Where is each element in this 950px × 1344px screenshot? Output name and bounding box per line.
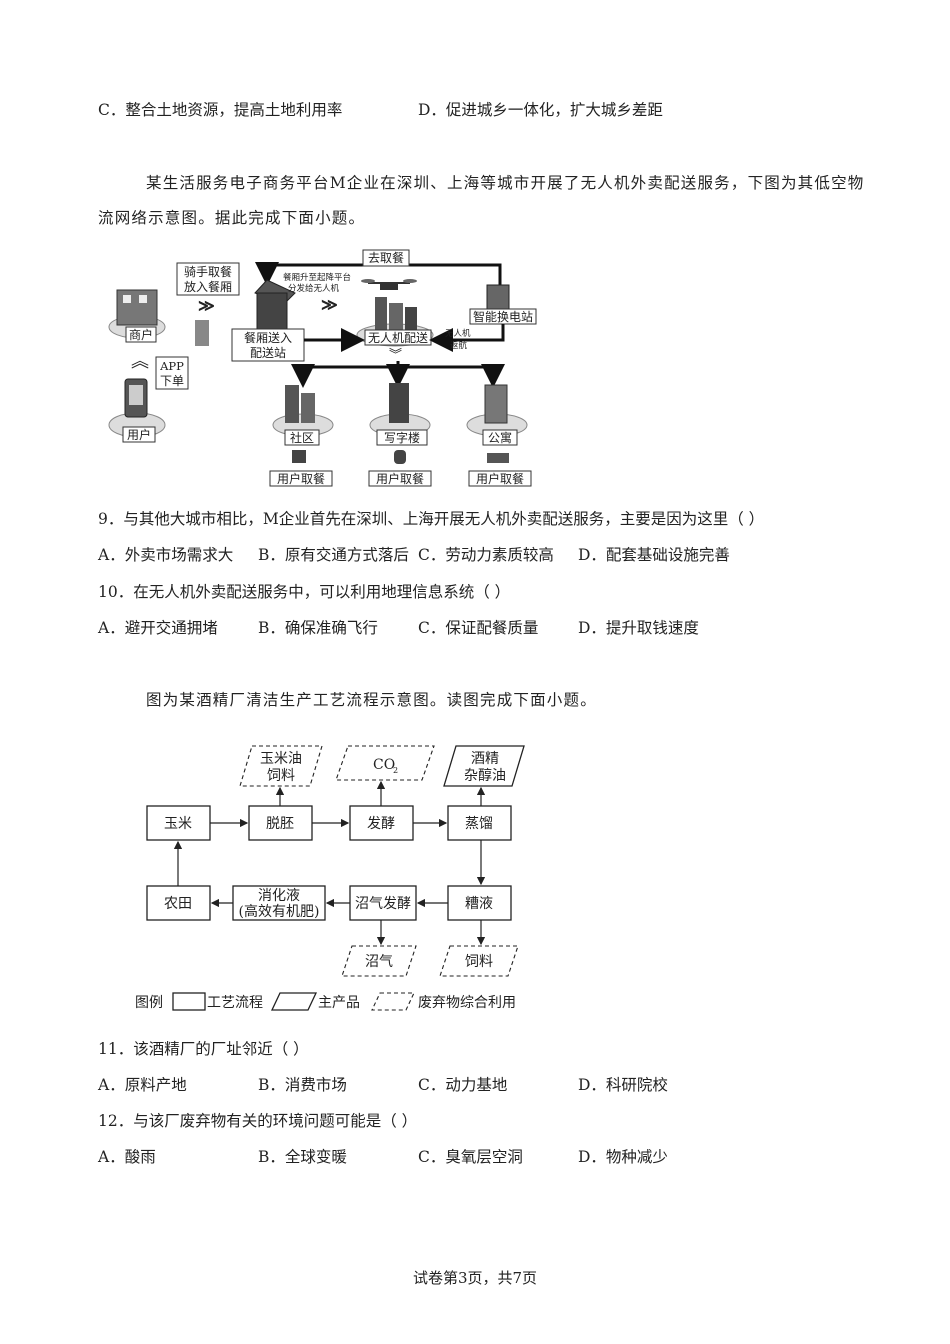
apartment-user-pickup-label: 用户取餐: [476, 471, 524, 486]
battery-station-icon: [486, 284, 510, 310]
degerm-label: 脱胚: [266, 816, 294, 832]
q12-option-c: C．臭氧层空洞: [418, 1148, 523, 1166]
rider-icon: [195, 320, 209, 346]
legend-product-label: 主产品: [318, 995, 360, 1011]
apartment-building-icon: [484, 384, 508, 424]
ferment-label: 发酵: [367, 816, 395, 832]
app-label-line2: 下单: [160, 374, 184, 388]
delivery-station-icon: [256, 292, 288, 330]
legend-waste-swatch: [371, 992, 415, 1011]
pickup-locker-icon-2: [394, 450, 406, 464]
chevron-down-icon: ︾: [389, 348, 402, 363]
go-pickup-label: 去取餐: [368, 250, 404, 265]
feed-node: [439, 945, 519, 977]
merchant-label: 商户: [129, 327, 153, 342]
stillage-label: 糟液: [465, 896, 493, 912]
drone-icon: [361, 279, 417, 290]
delivery-center-building-icon: [405, 307, 417, 331]
biogas-ferment-label: 沼气发酵: [355, 896, 411, 912]
legend-waste-label: 废弃物综合利用: [418, 995, 516, 1011]
q10-option-d: D．提升取钱速度: [578, 619, 699, 637]
biogas-node: [341, 945, 417, 977]
pickup-locker-icon-1: [292, 450, 306, 463]
q10-option-c: C．保证配餐质量: [418, 619, 539, 637]
rider-label-line2: 放入餐厢: [184, 279, 232, 294]
legend-title: 图例: [135, 995, 163, 1011]
q12-option-d: D．物种减少: [578, 1148, 668, 1166]
corn-oil-label-line1: 玉米油: [260, 751, 302, 767]
q11-option-c: C．动力基地: [418, 1076, 508, 1094]
q9-option-d: D．配套基础设施完善: [578, 546, 730, 564]
q11-option-d: D．科研院校: [578, 1076, 668, 1094]
q10-stem: 10．在无人机外卖配送服务中，可以利用地理信息系统（ ）: [98, 583, 511, 601]
return-label-line1: 无人机: [445, 328, 471, 339]
page-footer: 试卷第3页，共7页: [412, 1269, 538, 1287]
drone-logistics-diagram: 去取餐 商户 骑手取餐 放入餐厢 ≫ ︽ APP 下单 用户 餐厢送入 配送站 …: [108, 249, 537, 487]
feed-label: 饲料: [465, 954, 493, 970]
merchant-building-icon: [116, 289, 158, 326]
distill-label: 蒸馏: [465, 816, 493, 832]
farmland-label: 农田: [164, 896, 192, 912]
q8-option-c: C．整合土地资源，提高土地利用率: [98, 101, 343, 119]
co2-subscript: 2: [393, 766, 398, 775]
legend-process-swatch: [172, 992, 206, 1011]
chevron-right-icon: ≫: [198, 296, 215, 315]
station-label-line2: 配送站: [250, 345, 286, 360]
biogas-ferment-node: [349, 885, 417, 921]
community-building-icon: [301, 393, 315, 423]
community-label: 社区: [290, 430, 314, 445]
co2-label: CO: [373, 757, 395, 773]
alcohol-process-flow-diagram: 玉米油 饲料 CO 2 酒精 杂醇油 玉米 脱胚 发酵 蒸馏 农田 消化液 (高…: [135, 745, 525, 1011]
station-label-line1: 餐厢送入: [244, 330, 292, 345]
return-label-line2: 返航: [450, 340, 468, 351]
smart-swap-label: 智能换电站: [473, 309, 533, 324]
intro1-line2: 流网络示意图。据此完成下面小题。: [98, 209, 366, 227]
office-label: 写字楼: [384, 430, 420, 445]
q10-option-a: A．避开交通拥堵: [98, 619, 218, 637]
pickup-locker-icon-3: [487, 453, 509, 463]
biogas-label: 沼气: [365, 954, 393, 970]
q11-option-a: A．原料产地: [98, 1076, 187, 1094]
corn-node: [146, 805, 211, 841]
rider-label-line1: 骑手取餐: [184, 264, 232, 279]
alcohol-label-line2: 杂醇油: [464, 767, 506, 784]
user-label: 用户: [127, 427, 151, 442]
corn-oil-label-line2: 饲料: [267, 768, 295, 784]
q12-option-a: A．酸雨: [98, 1148, 156, 1166]
alcohol-label-line1: 酒精: [471, 751, 499, 767]
q11-stem: 11．该酒精厂的厂址邻近（ ）: [98, 1040, 309, 1058]
corn-oil-feed-node: [239, 745, 323, 787]
office-building-icon: [389, 383, 409, 423]
distill-node: [447, 805, 512, 841]
apartment-label: 公寓: [488, 430, 512, 445]
alcohol-fusel-node: [443, 745, 525, 787]
rise-note-line1: 餐厢升至起降平台: [283, 272, 351, 283]
rise-note-line2: 分发给无人机: [288, 283, 340, 294]
q9-option-c: C．劳动力素质较高: [418, 546, 554, 564]
digestate-label-line1: 消化液: [258, 888, 300, 904]
corn-label: 玉米: [164, 816, 192, 832]
stillage-node: [447, 885, 512, 921]
q12-option-b: B．全球变暖: [258, 1148, 347, 1166]
digestate-label-line2: (高效有机肥): [239, 903, 320, 920]
office-user-pickup-label: 用户取餐: [376, 471, 424, 486]
q9-option-b: B．原有交通方式落后: [258, 546, 409, 564]
chevron-right-icon-2: ≫: [321, 295, 338, 314]
intro2: 图为某酒精厂清洁生产工艺流程示意图。读图完成下面小题。: [146, 691, 597, 709]
q9-option-a: A．外卖市场需求大: [98, 546, 234, 564]
app-label-line1: APP: [159, 359, 184, 373]
chevron-up-icon: ︽: [131, 351, 149, 372]
community-user-pickup-label: 用户取餐: [277, 471, 325, 486]
q8-option-d: D．促进城乡一体化，扩大城乡差距: [418, 101, 663, 119]
co2-node: [335, 745, 435, 781]
digestate-node: [232, 885, 326, 921]
intro1-line1: 某生活服务电子商务平台M企业在深圳、上海等城市开展了无人机外卖配送服务，下图为其…: [146, 174, 865, 192]
q12-stem: 12．与该厂废弃物有关的环境问题可能是（ ）: [98, 1112, 418, 1130]
legend-product-swatch: [270, 992, 318, 1011]
q10-option-b: B．确保准确飞行: [258, 619, 378, 637]
legend-process-label: 工艺流程: [207, 995, 263, 1011]
q9-stem: 9．与其他大城市相比，M企业首先在深圳、上海开展无人机外卖配送服务，主要是因为这…: [98, 510, 765, 528]
drone-delivery-label: 无人机配送: [368, 330, 428, 345]
q11-option-b: B．消费市场: [258, 1076, 347, 1094]
